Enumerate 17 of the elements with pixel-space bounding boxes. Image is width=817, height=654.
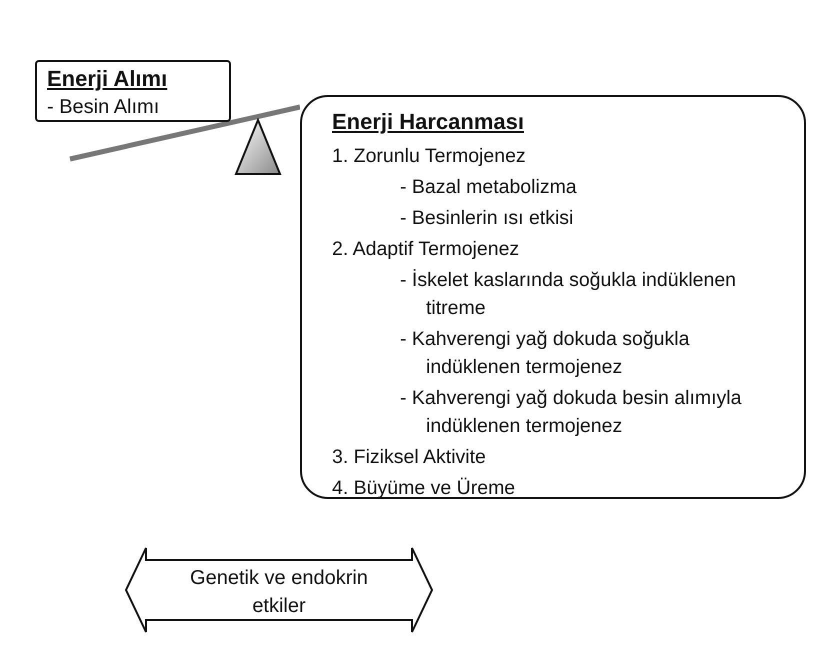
list-item: - İskelet kaslarında soğukla indüklenen titreme	[400, 268, 738, 321]
box-heading: Enerji Harcanması	[332, 109, 524, 135]
rounded-text-box	[300, 95, 806, 499]
list-item: - Kahverengi yağ dokuda besin alımıyla indüklenen termojenez	[400, 386, 742, 439]
arrow-label: Genetik ve endokrin etkiler	[189, 566, 369, 619]
list-item: 1. Zorunlu Termojenez	[332, 144, 527, 169]
list-item: - Besinlerin ısı etkisi	[400, 206, 574, 231]
list-item: - Kahverengi yağ dokuda soğukla indüklenen termojenez	[400, 327, 690, 380]
list-item: - Bazal metabolizma	[400, 175, 578, 200]
fulcrum-triangle	[234, 118, 282, 176]
list-item: 4. Büyüme ve Üreme	[332, 476, 516, 501]
list-item: 3. Fiziksel Aktivite	[332, 445, 487, 470]
box-heading: Enerji Alımı	[47, 66, 168, 92]
double-arrow-shape	[124, 546, 434, 634]
list-item: 2. Adaptif Termojenez	[332, 237, 520, 262]
text-box	[35, 60, 231, 122]
list-item: - Besin Alımı	[47, 96, 160, 119]
